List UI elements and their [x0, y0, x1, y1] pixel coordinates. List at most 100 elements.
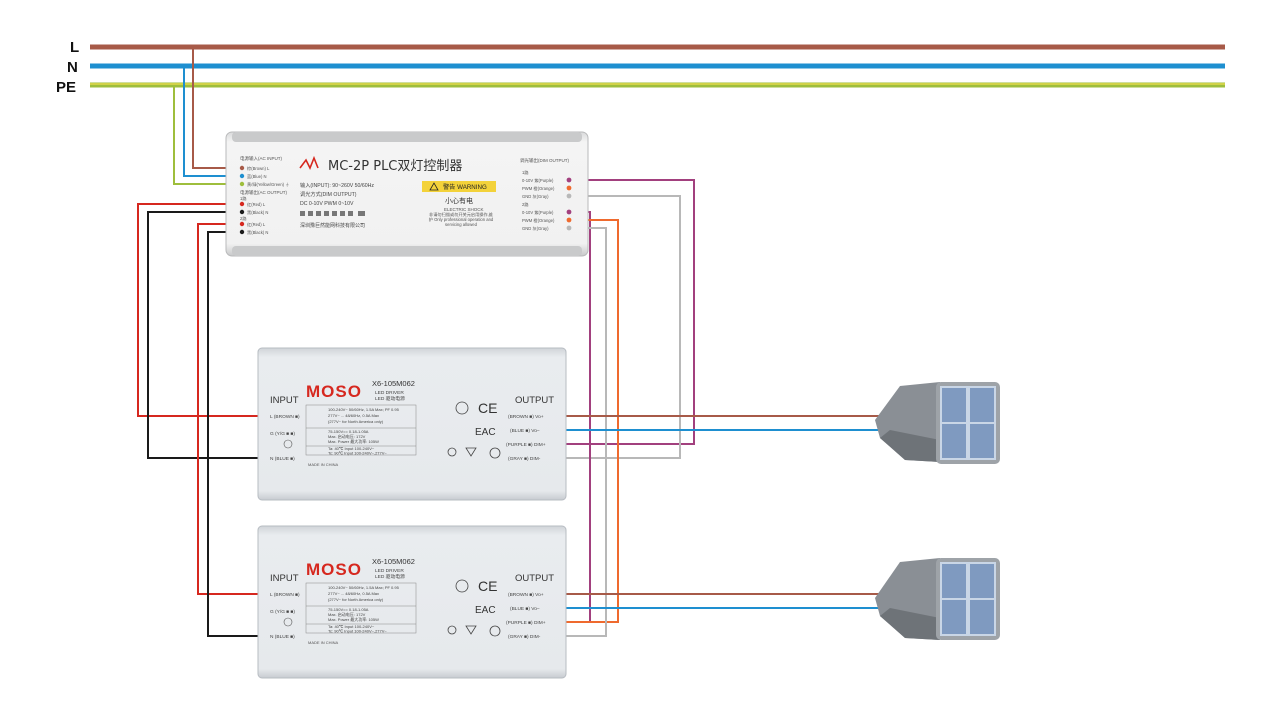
terminal-dot [239, 209, 245, 215]
wire-ch2-red [197, 223, 268, 595]
wire-dim1-purple [560, 179, 695, 445]
driver-brand: MOSO [306, 382, 362, 401]
spec-line: 277V~ ... 48/60Hz, 0.5A Max [328, 413, 379, 418]
driver-input-title: INPUT [270, 395, 299, 406]
terminal-dot [566, 217, 572, 223]
ac-output-wires [137, 203, 268, 637]
terminal-dot [239, 229, 245, 235]
terminal-dot [239, 181, 245, 187]
lamp-wires [560, 415, 880, 609]
spec-line: Tc: 90℃ Input 100-240V~,277V~ [328, 451, 387, 456]
lamp-led-grid [942, 564, 994, 634]
wire-ch2-black [207, 231, 268, 637]
spec-line: Max. 启动电压: 172V [328, 611, 366, 617]
cert-icons: CE EAC [447, 400, 501, 459]
power-bus: L N PE [56, 39, 1225, 96]
lamp-neck-shade [880, 430, 940, 462]
controller-top-rail [232, 132, 582, 142]
terminal-dot [566, 209, 572, 215]
lamp-led-grid [942, 388, 994, 458]
spec-line: Max. Power 最大功率: 105W [328, 616, 379, 622]
bus-label-l: L [70, 39, 79, 56]
bus-label-pe: PE [56, 79, 76, 96]
driver-out-terminals: (BROWN ■) Vo+ (BLUE ■) Vo− (PURPLE ■) DI… [506, 414, 546, 462]
terminal-label: 0-10V 紫(Purple) [522, 178, 554, 183]
ground-icon [283, 617, 293, 627]
driver-out-terminals: (BROWN ■) Vo+ (BLUE ■) Vo− (PURPLE ■) DI… [506, 592, 546, 640]
wire-dim1-gray [560, 195, 681, 459]
terminal-label: L (BROWN ■) [270, 592, 300, 598]
wire-dim2-orange [560, 219, 619, 623]
cert-icons: CE EAC [447, 578, 501, 637]
driver-spec-table: 100-240V~ 50/60Hz, 1.5A Max; PF 0.95 277… [305, 404, 417, 456]
led-driver-2: INPUT OUTPUT MOSO X6-105M062 LED DRIVER … [257, 525, 567, 679]
driver-body [257, 347, 567, 501]
bus-drops [173, 47, 236, 185]
terminal-label: 2路 [522, 201, 529, 208]
driver-input-title: INPUT [270, 573, 299, 584]
driver-body [257, 525, 567, 679]
controller-dim-spec: DC 0-10V PWM 0~10V [300, 201, 354, 207]
terminal-label: 黄/绿(Yellow/Green) ⏚ [247, 181, 289, 188]
spec-line: Ta: 40℃ Input 100-240V~ [328, 624, 375, 629]
spec-line: Max. Power 最大功率: 105W [328, 438, 379, 444]
plc-controller: 电源输入(AC INPUT) 电源输出(AC OUTPUT) 棕(Brown) … [225, 131, 589, 257]
controller-title: MC-2P PLC双灯控制器 [328, 159, 462, 174]
driver-subtitle: LED DRIVER [375, 390, 404, 396]
lamp-icon [875, 558, 1000, 640]
driver-made-in: MADE IN CHINA [308, 640, 339, 645]
spec-line: (277V~ for North America only) [328, 597, 384, 602]
warning-note: 非请勿扫描或勿开关元启用操作,维护 Only professional oper… [428, 212, 494, 227]
terminal-dot [239, 221, 245, 227]
bus-label-n: N [67, 59, 78, 76]
driver-output-title: OUTPUT [515, 573, 554, 584]
controller-output-spec: 调光方式(DIM OUTPUT) [300, 190, 357, 198]
terminal-dot [566, 225, 572, 231]
controller-ac-input-header: 电源输入(AC INPUT) [240, 155, 282, 162]
terminal-label: 1路 [240, 195, 247, 202]
terminal-label: L (BROWN ■) [270, 414, 300, 420]
controller-ac-output-header: 电源输出(AC OUTPUT) [240, 189, 287, 196]
lamp-icon [875, 382, 1000, 464]
drop-n [183, 66, 236, 177]
controller-left-terminals: 棕(Brown) L 蓝(Blue) N 黄/绿(Yellow/Green) ⏚… [239, 165, 289, 236]
driver-subtitle-cn: LED 驱动电源 [375, 395, 405, 402]
wire-dim2-gray [560, 227, 607, 637]
terminal-dot [566, 177, 572, 183]
terminal-label: (PURPLE ■) DIM+ [506, 620, 546, 626]
svg-text:CE: CE [478, 400, 497, 416]
driver-model: X6-105M062 [372, 379, 415, 388]
terminal-label: GND 灰(Gray) [522, 225, 549, 232]
terminal-dot [566, 185, 572, 191]
terminal-dot [239, 173, 245, 179]
terminal-label: 0-10V 紫(Purple) [522, 210, 554, 215]
terminal-label: G (Y/G ■ ■) [270, 431, 295, 437]
spec-line: 75-150V== 0.18-1.05A [328, 607, 369, 612]
spec-line: 100-240V~ 50/60Hz, 1.5A Max; PF 0.95 [328, 407, 400, 412]
drop-pe [173, 85, 236, 185]
svg-text:CE: CE [478, 578, 497, 594]
terminal-dot [566, 193, 572, 199]
terminal-label: PWM 橙(Orange) [522, 185, 555, 192]
terminal-label: 黑(Black) N [247, 230, 268, 236]
warning-icon [429, 182, 439, 191]
spec-line: 100-240V~ 50/60Hz, 1.5A Max; PF 0.95 [328, 585, 400, 590]
driver-model: X6-105M062 [372, 557, 415, 566]
terminal-dot [239, 201, 245, 207]
cert-icons [300, 211, 365, 216]
warning-note-box: 非请勿扫描或勿开关元启用操作,维护 Only professional oper… [428, 212, 494, 227]
svg-text:EAC: EAC [475, 427, 496, 438]
driver-made-in: MADE IN CHINA [308, 462, 339, 467]
terminal-label: (BLUE ■) Vo− [510, 606, 540, 612]
drop-l [192, 47, 236, 169]
wire-ch1-red [137, 203, 268, 417]
terminal-label: GND 灰(Gray) [522, 193, 549, 200]
driver-subtitle: LED DRIVER [375, 568, 404, 574]
terminal-label: 黑(Black) N [247, 210, 268, 216]
terminal-label: (BLUE ■) Vo− [510, 428, 540, 434]
controller-dim-header: 调光输出(DIM OUTPUT) [520, 157, 569, 164]
svg-text:EAC: EAC [475, 605, 496, 616]
driver-output-title: OUTPUT [515, 395, 554, 406]
terminal-label: (GRAY ■) DIM- [508, 634, 541, 640]
